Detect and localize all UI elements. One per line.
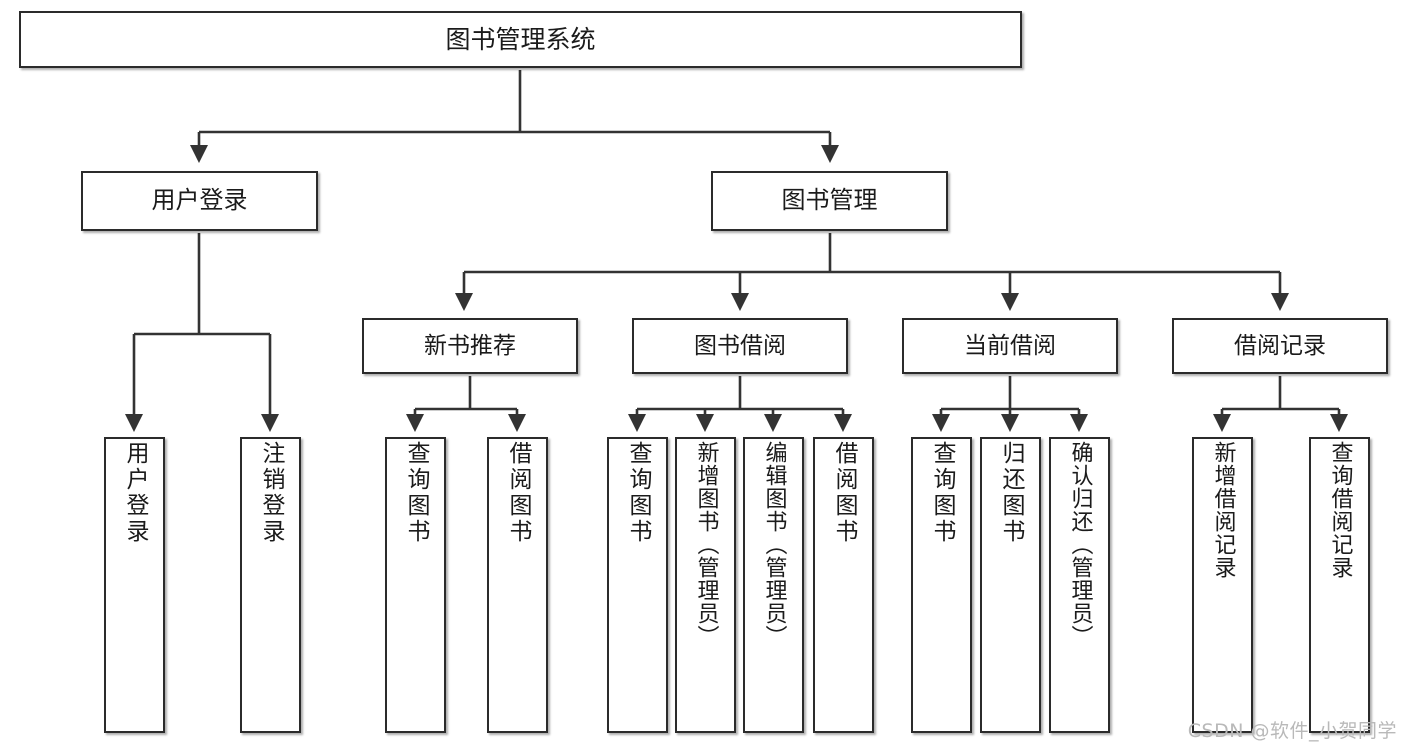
leaf-confirm-return-admin[interactable]: 确认归还（管理员） xyxy=(1049,437,1110,733)
leaf-query-book-borrow-label: 查询图书 xyxy=(625,441,651,545)
leaf-query-book-borrow[interactable]: 查询图书 xyxy=(607,437,668,733)
leaf-query-book-current-label: 查询图书 xyxy=(929,441,955,545)
node-user-login[interactable]: 用户登录 xyxy=(81,171,318,231)
node-new-book-recommend-label: 新书推荐 xyxy=(424,332,516,359)
leaf-user-logout[interactable]: 注销登录 xyxy=(240,437,301,733)
leaf-confirm-return-admin-label: 确认归还（管理员） xyxy=(1067,441,1093,648)
leaf-query-book-recommend[interactable]: 查询图书 xyxy=(385,437,446,733)
leaf-borrow-book-label: 借阅图书 xyxy=(831,441,857,545)
leaf-query-borrow-record[interactable]: 查询借阅记录 xyxy=(1309,437,1370,733)
leaf-add-book-admin[interactable]: 新增图书（管理员） xyxy=(675,437,736,733)
node-book-borrow[interactable]: 图书借阅 xyxy=(632,318,848,374)
leaf-add-book-admin-label: 新增图书（管理员） xyxy=(693,441,719,648)
node-current-borrow[interactable]: 当前借阅 xyxy=(902,318,1118,374)
leaf-borrow-book-recommend-label: 借阅图书 xyxy=(505,441,531,545)
leaf-user-login[interactable]: 用户登录 xyxy=(104,437,165,733)
leaf-add-borrow-record-label: 新增借阅记录 xyxy=(1210,441,1236,579)
leaf-edit-book-admin-label: 编辑图书（管理员） xyxy=(761,441,787,648)
leaf-add-borrow-record[interactable]: 新增借阅记录 xyxy=(1192,437,1253,733)
node-book-management[interactable]: 图书管理 xyxy=(711,171,948,231)
leaf-query-borrow-record-label: 查询借阅记录 xyxy=(1327,441,1353,579)
leaf-return-book-label: 归还图书 xyxy=(998,441,1024,545)
leaf-borrow-book[interactable]: 借阅图书 xyxy=(813,437,874,733)
node-root-label: 图书管理系统 xyxy=(445,25,596,54)
node-book-management-label: 图书管理 xyxy=(781,186,878,215)
node-borrow-record[interactable]: 借阅记录 xyxy=(1172,318,1388,374)
node-root[interactable]: 图书管理系统 xyxy=(19,11,1022,68)
leaf-query-book-recommend-label: 查询图书 xyxy=(403,441,429,545)
watermark: CSDN @软件_小贺同学 xyxy=(1187,720,1397,742)
leaf-user-login-label: 用户登录 xyxy=(122,441,148,545)
leaf-edit-book-admin[interactable]: 编辑图书（管理员） xyxy=(743,437,804,733)
node-current-borrow-label: 当前借阅 xyxy=(964,332,1056,359)
leaf-user-logout-label: 注销登录 xyxy=(258,441,284,545)
node-borrow-record-label: 借阅记录 xyxy=(1234,332,1326,359)
node-user-login-label: 用户登录 xyxy=(151,186,248,215)
leaf-borrow-book-recommend[interactable]: 借阅图书 xyxy=(487,437,548,733)
node-book-borrow-label: 图书借阅 xyxy=(694,332,786,359)
leaf-query-book-current[interactable]: 查询图书 xyxy=(911,437,972,733)
node-new-book-recommend[interactable]: 新书推荐 xyxy=(362,318,578,374)
leaf-return-book[interactable]: 归还图书 xyxy=(980,437,1041,733)
